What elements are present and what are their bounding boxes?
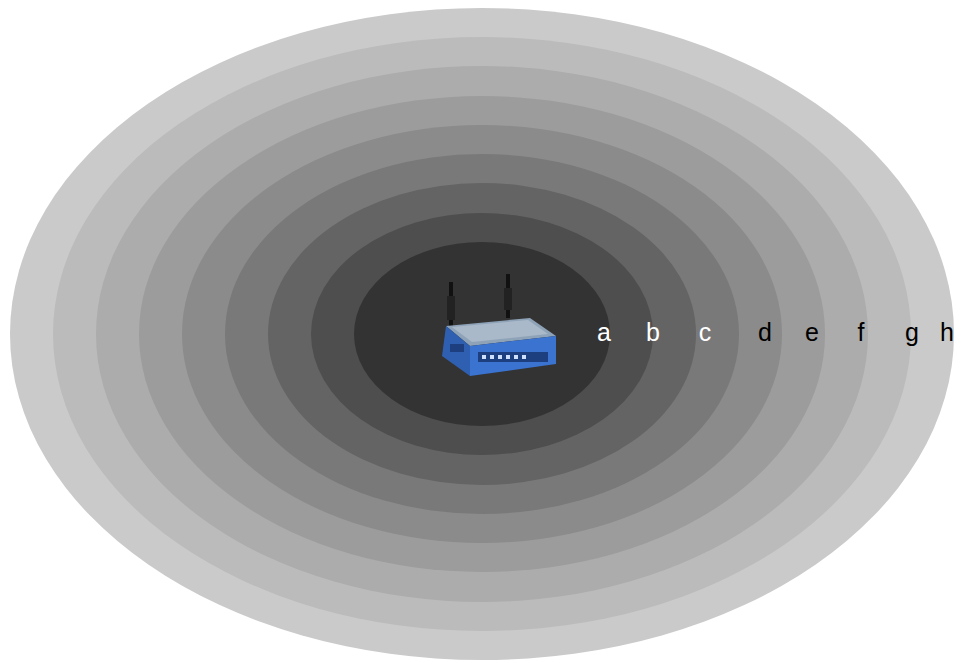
distance-label: c (699, 320, 712, 345)
distance-label: h (940, 320, 954, 345)
distance-label: b (646, 320, 660, 345)
distance-label: g (905, 320, 919, 345)
distance-label: f (858, 320, 865, 345)
coverage-bands (10, 8, 954, 660)
router-icon (442, 274, 556, 376)
distance-label: a (597, 320, 611, 345)
distance-label: e (805, 320, 819, 345)
distance-label: d (758, 320, 772, 345)
